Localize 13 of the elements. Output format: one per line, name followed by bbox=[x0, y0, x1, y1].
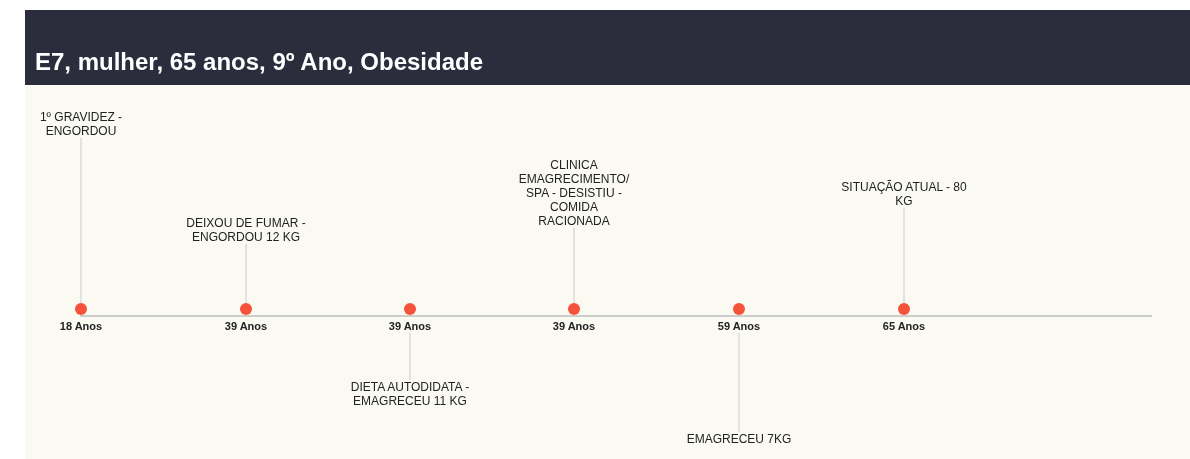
age-label: 18 Anos bbox=[58, 320, 104, 333]
age-label: 39 Anos bbox=[223, 320, 269, 333]
event-label: CLINICA EMAGRECIMENTO/ SPA - DESISTIU - COMIDA RACIONADA bbox=[518, 158, 630, 228]
event-label: DEIXOU DE FUMAR - ENGORDOU 12 KG bbox=[176, 216, 316, 244]
age-label: 39 Anos bbox=[387, 320, 433, 333]
age-label: 65 Anos bbox=[881, 320, 927, 333]
title: E7, mulher, 65 anos, 9º Ano, Obesidade bbox=[35, 48, 484, 76]
event-label: EMAGRECEU 7KG bbox=[679, 432, 799, 446]
event-label: 1º GRAVIDEZ - ENGORDOU bbox=[26, 110, 136, 138]
age-label: 59 Anos bbox=[716, 320, 762, 333]
event-label: DIETA AUTODIDATA - EMAGRECEU 11 KG bbox=[347, 380, 473, 408]
event-label: SITUAÇÃO ATUAL - 80 KG bbox=[839, 180, 969, 208]
age-label: 39 Anos bbox=[551, 320, 597, 333]
